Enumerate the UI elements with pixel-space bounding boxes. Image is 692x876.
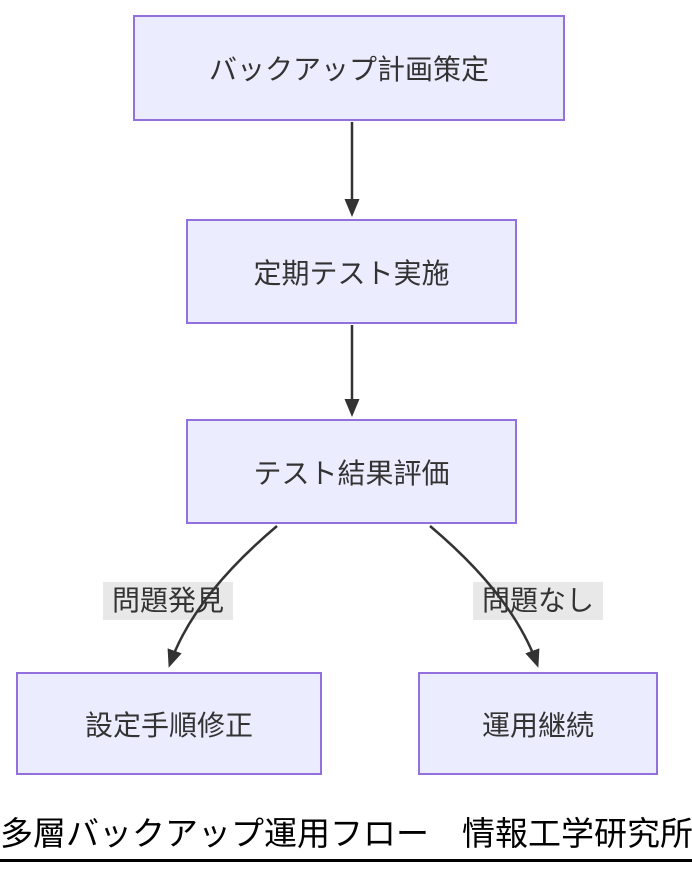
edge-label-problem-found-text: 問題発見: [111, 584, 225, 616]
node-test-evaluation: テスト結果評価: [186, 419, 517, 524]
node-test-evaluation-label: テスト結果評価: [253, 457, 450, 489]
node-continue-operation-label: 運用継続: [481, 709, 594, 741]
diagram-caption-text: 多層バックアップ運用フロー 情報工学研究所: [0, 815, 692, 852]
node-fix-procedure-label: 設定手順修正: [84, 709, 253, 741]
node-periodic-test-label: 定期テスト実施: [253, 257, 450, 289]
diagram-caption: 多層バックアップ運用フロー 情報工学研究所: [0, 812, 692, 862]
node-backup-plan: バックアップ計画策定: [133, 15, 565, 121]
node-backup-plan-label: バックアップ計画策定: [208, 54, 489, 85]
edge-label-no-problem-text: 問題なし: [481, 584, 595, 616]
edge-label-no-problem: 問題なし: [472, 581, 604, 621]
node-continue-operation: 運用継続: [418, 672, 658, 775]
node-fix-procedure: 設定手順修正: [16, 672, 322, 775]
edge-label-problem-found: 問題発見: [102, 581, 234, 621]
node-periodic-test: 定期テスト実施: [186, 219, 517, 324]
